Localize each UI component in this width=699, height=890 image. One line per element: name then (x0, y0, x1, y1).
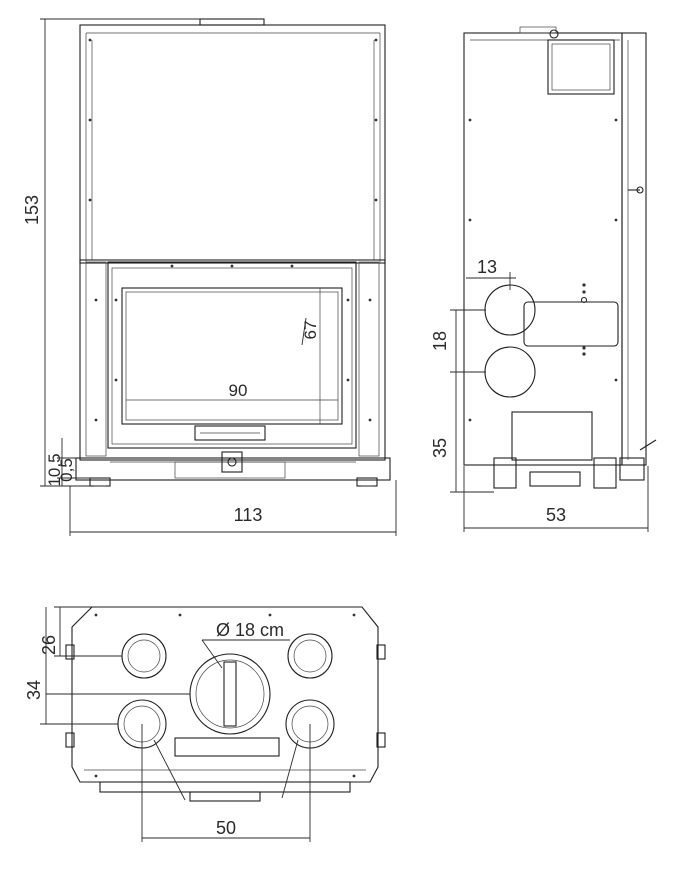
glass-width-label: 90 (229, 381, 248, 400)
foot-right (356, 477, 378, 487)
top-offset-center-label: 34 (24, 680, 44, 700)
side-pipe-upper (484, 284, 536, 336)
front-width-label: 113 (234, 505, 263, 525)
side-body (463, 32, 623, 466)
side-top-box (547, 39, 615, 95)
foot-left (89, 477, 111, 487)
top-central-flue (189, 653, 271, 735)
front-foot-label-b: 0,5 (57, 458, 76, 482)
side-pipe-lower (484, 346, 536, 398)
front-base (75, 457, 391, 481)
side-pipe-base-label: 35 (430, 438, 450, 458)
fireplace-glass (121, 287, 343, 425)
side-view: 13 18 35 53 (430, 26, 657, 532)
front-foot-label-a: 10,5 (45, 453, 64, 486)
glass-height-label: 67 (301, 321, 320, 340)
front-upper-body (79, 24, 386, 264)
top-offset-front-label: 26 (39, 635, 59, 655)
top-body (71, 606, 379, 783)
front-view: 153 10,5 0,5 113 67 90 (22, 18, 397, 536)
side-depth-label: 53 (546, 505, 566, 525)
top-view: 26 34 Ø 18 cm 50 (24, 606, 386, 842)
side-plate (523, 301, 619, 347)
side-pipe-offset-label: 13 (477, 257, 497, 277)
side-pipe-spacing-label: 18 (430, 331, 450, 351)
front-height-label: 153 (22, 195, 42, 225)
top-pipe-back-left (121, 633, 167, 679)
side-lower-box (511, 411, 593, 461)
fireplace-door (107, 261, 357, 449)
top-spacing-label: 50 (216, 818, 236, 838)
top-diameter-label: Ø 18 cm (216, 620, 284, 640)
top-front-slot (174, 737, 280, 757)
top-pipe-back-right (287, 633, 333, 679)
